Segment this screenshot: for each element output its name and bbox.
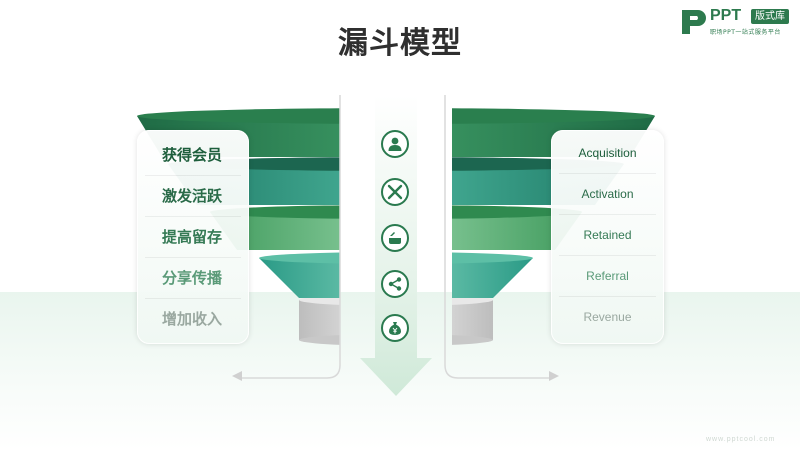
right-arrow-head bbox=[549, 371, 559, 381]
right-divider-line bbox=[444, 95, 553, 379]
right-stage-card: Acquisition Activation Retained Referral… bbox=[551, 130, 664, 344]
stage-label-cn-3: 提高留存 bbox=[145, 216, 241, 258]
stage-label-cn-4: 分享传播 bbox=[145, 257, 241, 299]
stage-label-en-3: Retained bbox=[559, 214, 656, 256]
money-bag-icon bbox=[381, 314, 409, 342]
watermark-text: www.pptcool.com bbox=[706, 436, 776, 443]
stage-label-en-2: Activation bbox=[559, 173, 656, 215]
stage-label-cn-5: 增加收入 bbox=[162, 310, 223, 328]
pot-icon bbox=[381, 224, 409, 252]
stage-label-en-5: Revenue bbox=[583, 309, 632, 324]
logo-badge: 版式库 bbox=[751, 9, 789, 24]
stage-label-cn-1: 获得会员 bbox=[145, 134, 241, 176]
left-stage-card: 获得会员 激发活跃 提高留存 分享传播 增加收入 bbox=[137, 130, 249, 344]
page-title: 漏斗模型 bbox=[338, 26, 462, 61]
stage-label-en-4: Referral bbox=[559, 255, 656, 297]
logo-brand-text: PPT bbox=[710, 7, 742, 24]
left-divider-line bbox=[238, 95, 341, 379]
stage-label-en-1: Acquisition bbox=[559, 132, 656, 174]
logo-tagline: 职场PPT一站式服务平台 bbox=[710, 29, 781, 36]
tools-icon bbox=[381, 178, 409, 206]
stage-label-cn-2: 激发活跃 bbox=[145, 175, 241, 217]
share-icon bbox=[381, 270, 409, 298]
user-icon bbox=[381, 130, 409, 158]
brand-logo: PPT 版式库 职场PPT一站式服务平台 bbox=[680, 7, 798, 38]
left-arrow-head bbox=[232, 371, 242, 381]
logo-p-icon bbox=[682, 10, 706, 34]
